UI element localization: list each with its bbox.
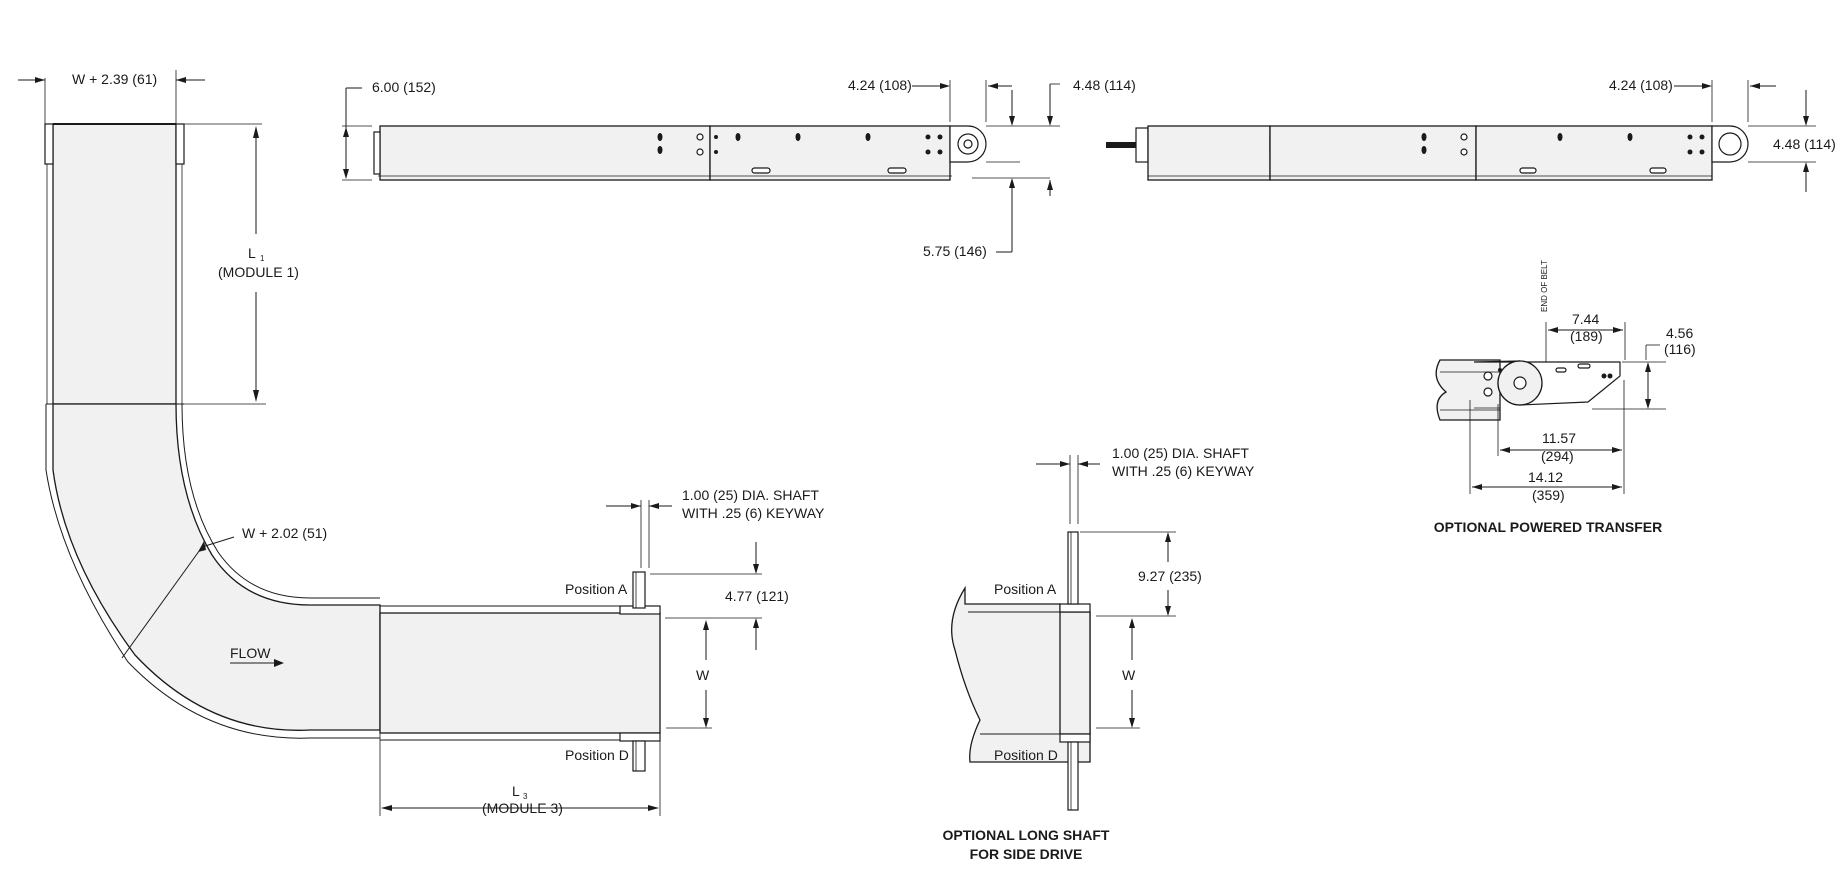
shaft-spec-line2: WITH .25 (6) KEYWAY xyxy=(682,505,825,521)
module-1-subscript: 1 xyxy=(260,254,265,263)
transfer-dim-c1: 11.57 xyxy=(1542,430,1576,446)
long-shaft-top xyxy=(1067,531,1079,605)
drive-shaft-position-d xyxy=(632,740,646,772)
side-pulley-height-label: 4.48 (114) xyxy=(1073,77,1136,93)
drive-frame-1 xyxy=(1269,125,1477,181)
long-shaft-width-label: W xyxy=(1122,667,1136,683)
side-view-frame-2 xyxy=(709,125,951,181)
transfer-dim-a1: 7.44 xyxy=(1572,311,1599,327)
side-bottom-offset-label: 5.75 (146) xyxy=(923,243,987,259)
transfer-dim-a2: (189) xyxy=(1570,328,1603,344)
plan-width-label: W xyxy=(696,667,710,683)
module-1-length-label: L xyxy=(248,245,256,261)
side-view: 6.00 (152) 4.24 (108) 4.48 (114) 5.75 (1… xyxy=(342,77,1136,259)
side-height-label: 6.00 (152) xyxy=(372,79,436,95)
powered-transfer-caption: OPTIONAL POWERED TRANSFER xyxy=(1434,519,1662,535)
module-3-length-label: L xyxy=(512,783,520,799)
transfer-dim-b1: 4.56 xyxy=(1666,325,1693,341)
drive-pulley-height-label: 4.48 (114) xyxy=(1773,136,1836,152)
curve-inner-edge xyxy=(181,403,380,599)
position-d-label: Position D xyxy=(565,747,629,763)
module-3-bottom-cap xyxy=(619,732,661,742)
powered-transfer-view: END OF BELT 7.44 (189) 4.56 (116) 11.57 … xyxy=(1434,260,1696,535)
curve-outer-edge xyxy=(45,404,380,739)
module-3-body xyxy=(379,612,661,734)
long-shaft-conveyor-end xyxy=(951,585,1091,763)
module-3-name-label: (MODULE 3) xyxy=(482,800,563,816)
long-shaft-bottom xyxy=(1067,741,1079,811)
drive-frame-2 xyxy=(1475,125,1713,181)
long-shaft-height-label: 9.27 (235) xyxy=(1138,568,1202,584)
curve-width-label: W + 2.02 (51) xyxy=(242,525,327,541)
drive-pulley-offset-label: 4.24 (108) xyxy=(1609,77,1673,93)
side-view-frame-1 xyxy=(379,125,711,181)
shaft-height-label: 4.77 (121) xyxy=(725,588,789,604)
drive-motor-housing xyxy=(1147,125,1271,181)
transfer-dim-b2: (116) xyxy=(1664,341,1696,357)
drive-motor-shaft xyxy=(1106,142,1136,148)
end-of-belt-label: END OF BELT xyxy=(1540,260,1549,312)
module-1-left-cap xyxy=(44,123,54,165)
module-1-right-cap xyxy=(175,123,185,165)
long-shaft-caption-line1: OPTIONAL LONG SHAFT xyxy=(943,827,1110,843)
module-1-name-label: (MODULE 1) xyxy=(218,264,299,280)
width-top-label: W + 2.39 (61) xyxy=(72,71,157,87)
module-3-subscript: 3 xyxy=(523,792,528,801)
plan-view: W + 2.39 (61) L 1 (MODULE 1) W + 2.02 (5… xyxy=(18,70,825,816)
curve-module-body xyxy=(52,403,381,731)
transfer-dim-c2: (294) xyxy=(1541,448,1574,464)
long-shaft-view: 1.00 (25) DIA. SHAFT WITH .25 (6) KEYWAY… xyxy=(943,445,1255,862)
long-shaft-position-a-label: Position A xyxy=(994,581,1057,597)
long-shaft-spec-line2: WITH .25 (6) KEYWAY xyxy=(1112,463,1255,479)
flow-label: FLOW xyxy=(230,645,271,661)
position-a-label: Position A xyxy=(565,581,628,597)
drive-shaft-position-a xyxy=(632,571,646,609)
module-1-body xyxy=(52,123,177,405)
long-shaft-caption-line2: FOR SIDE DRIVE xyxy=(970,846,1083,862)
drive-view: 4.24 (108) 4.48 (114) xyxy=(1106,77,1836,192)
long-shaft-position-d-label: Position D xyxy=(994,747,1058,763)
transfer-dim-d2: (359) xyxy=(1532,487,1565,503)
side-pulley-offset-label: 4.24 (108) xyxy=(848,77,912,93)
long-shaft-spec-line1: 1.00 (25) DIA. SHAFT xyxy=(1112,445,1249,461)
transfer-dim-d1: 14.12 xyxy=(1528,469,1563,485)
shaft-spec-line1: 1.00 (25) DIA. SHAFT xyxy=(682,487,819,503)
